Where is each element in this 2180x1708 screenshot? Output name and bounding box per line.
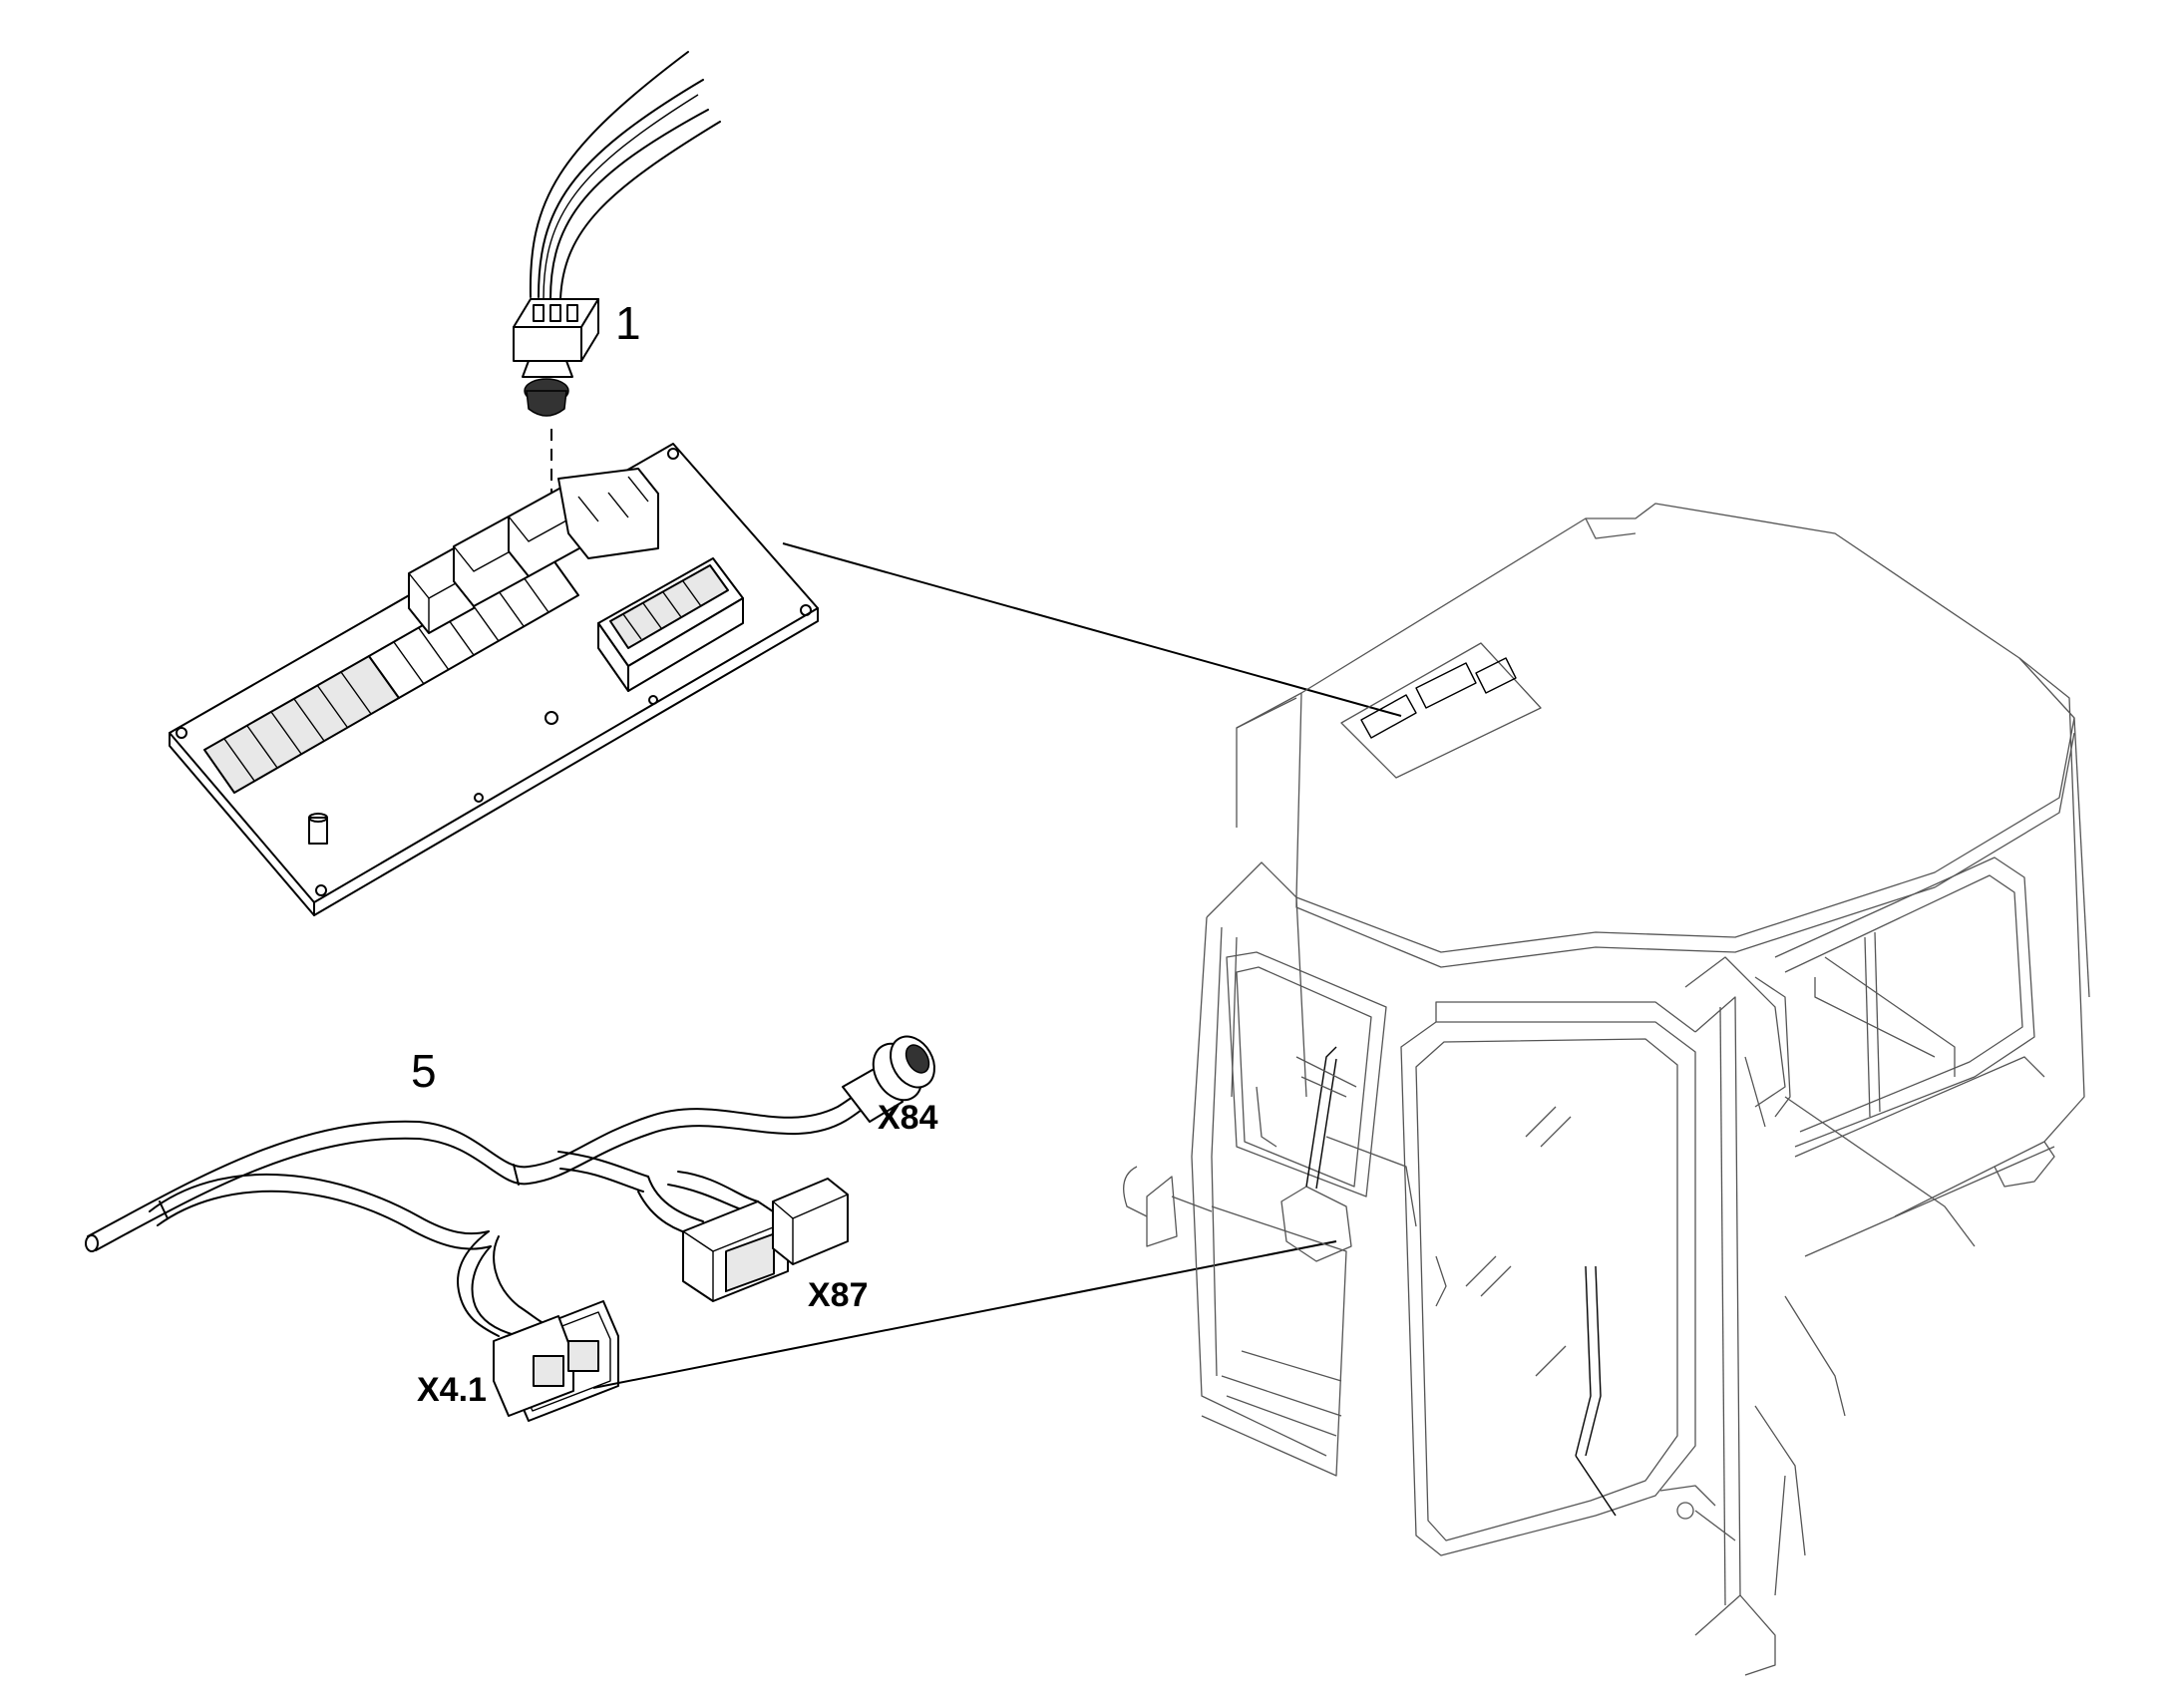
relay-fuse-panel	[169, 443, 819, 916]
connector-label-x87: X87	[808, 1276, 869, 1314]
connector-label-x41: X4.1	[417, 1371, 487, 1409]
item-label-1: 1	[615, 297, 641, 349]
operator-cab	[1123, 503, 2090, 1676]
connector-label-x84: X84	[878, 1099, 938, 1137]
item-label-5: 5	[411, 1045, 437, 1097]
wiring-harness-part	[85, 1035, 935, 1422]
